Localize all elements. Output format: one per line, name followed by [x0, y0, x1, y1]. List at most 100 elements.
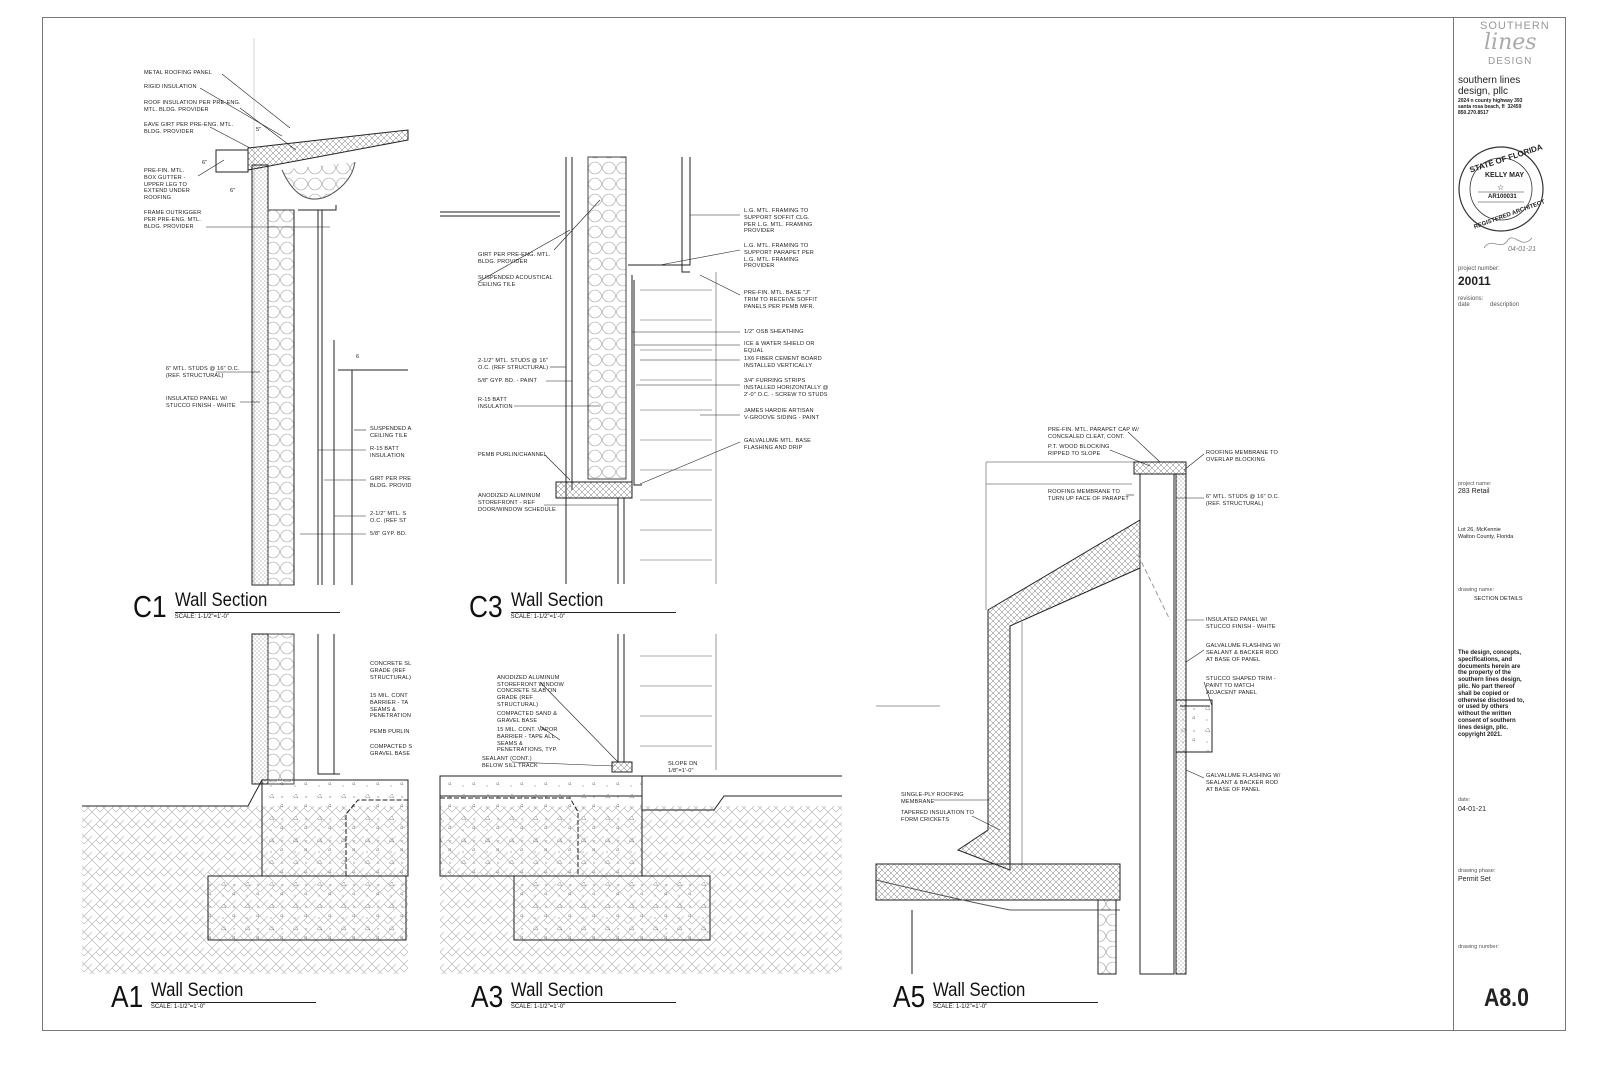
a5-section-drawing — [875, 461, 1213, 975]
note-c1-4: PRE-FIN. MTL. BOX GUTTER - UPPER LEG TO … — [144, 168, 190, 202]
note-c1-2: ROOF INSULATION PER PRE-ENG. MTL. BLDG. … — [144, 100, 241, 113]
sheet-border — [42, 17, 1566, 1031]
note-c3-left-2: 2-1/2" MTL. STUDS @ 16" O.C. (REF STRUCT… — [478, 358, 549, 371]
note-c1-6: 6" MTL. STUDS @ 16" O.C. (REF. STRUCTURA… — [166, 366, 240, 379]
note-a1-0: CONCRETE SL GRADE (REF STRUCTURAL) — [370, 661, 412, 681]
detail-tag: C1 — [133, 589, 167, 624]
note-c3-left-3: 5/8" GYP. BD. - PAINT — [478, 378, 538, 384]
note-c3-right-7: JAMES HARDIE ARTISAN V-GROOVE SIDING - P… — [744, 408, 820, 421]
note-c3-left-4: R-15 BATT INSULATION — [478, 397, 513, 410]
drawing-number: A8.0 — [1484, 984, 1529, 1012]
note-a5-3: ROOFING MEMBRANE TO TURN UP FACE OF PARA… — [1048, 489, 1129, 502]
drawing-phase-label: drawing phase: — [1458, 868, 1496, 874]
logo-bottom: DESIGN — [1488, 56, 1533, 67]
detail-name: Wall Section — [932, 980, 1026, 1001]
dimension-c1-d: 6 — [356, 354, 360, 360]
drawing-phase: Permit Set — [1458, 876, 1491, 883]
note-a5-0: PRE-FIN. MTL. PARAPET CAP W/ CONCEALED C… — [1048, 427, 1139, 440]
project-name-label: project name: — [1458, 481, 1492, 487]
note-c1-5: FRAME OUTRIGGER PER PRE-ENG. MTL. BLDG. … — [144, 210, 202, 230]
note-a5-7: STUCCO SHAPED TRIM - PAINT TO MATCH ADJA… — [1206, 676, 1276, 696]
detail-name: Wall Section — [510, 980, 604, 1001]
firm-name: southern lines design, pllc — [1458, 75, 1521, 97]
note-a5-8: GALVALUME FLASHING W/ SEALANT & BACKER R… — [1206, 773, 1281, 793]
note-c3-left-1: SUSPENDED ACOUSTICAL CEILING TILE — [478, 275, 553, 288]
note-c1-12: 5/8" GYP. BD. — [370, 531, 407, 537]
project-number: 20011 — [1458, 274, 1491, 288]
project-number-label: project number: — [1458, 266, 1500, 272]
note-c3-left-0: GIRT PER PRE-ENG. MTL. BLDG. PROVIDER — [478, 252, 551, 265]
note-a5-1: P.T. WOOD BLOCKING RIPPED TO SLOPE — [1048, 444, 1110, 457]
note-c1-7: INSULATED PANEL W/ STUCCO FINISH - WHITE — [166, 396, 236, 409]
c1-section-drawing — [215, 38, 409, 586]
note-c3-right-1: L.G. MTL. FRAMING TO SUPPORT PARAPET PER… — [744, 243, 814, 270]
dimension-c1-b: 6" — [202, 160, 208, 166]
detail-scale: SCALE: 1-1/2"=1'-0" — [510, 1004, 566, 1010]
a1-section-drawing — [82, 633, 409, 974]
logo-script: lines — [1484, 30, 1537, 55]
note-c1-9: R-15 BATT INSULATION — [370, 446, 405, 459]
detail-name: Wall Section — [510, 590, 603, 611]
note-a3-3: 15 MIL. CONT. VAPOR BARRIER - TAPE ALL S… — [497, 727, 558, 754]
note-c3-right-3: 1/2" OSB SHEATHING — [744, 329, 804, 335]
signature-date: 04-01-21 — [1508, 246, 1537, 253]
detail-tag: A3 — [471, 979, 504, 1014]
drawing-date: 04-01-21 — [1458, 806, 1487, 813]
note-a3-4: SEALANT (CONT.) BELOW SILL TRACK — [482, 756, 538, 769]
copyright-disclaimer: The design, concepts, specifications, an… — [1458, 650, 1525, 738]
note-c3-right-4: ICE & WATER SHIELD OR EQUAL — [744, 341, 815, 354]
firm-address: 2024 n county highway 393 santa rosa bea… — [1458, 98, 1523, 116]
note-c3-right-8: GALVALUME MTL. BASE FLASHING AND DRIP — [744, 438, 811, 451]
drawing-name: SECTION DETAILS — [1474, 596, 1523, 602]
note-a3-5: SLOPE DN 1/8"=1'-0" — [668, 761, 698, 774]
seal-star-icon: ☆ — [1497, 183, 1505, 192]
detail-tag: A1 — [111, 979, 144, 1014]
dimension-c1-c: 6" — [230, 188, 236, 194]
note-c3-right-5: 1X6 FIBER CEMENT BOARD INSTALLED VERTICA… — [744, 356, 822, 369]
note-c1-0: METAL ROOFING PANEL — [144, 70, 213, 76]
detail-name: Wall Section — [150, 980, 244, 1001]
detail-name: Wall Section — [174, 590, 267, 611]
note-c1-3: EAVE GIRT PER PRE-ENG. MTL. BLDG. PROVID… — [144, 122, 234, 135]
note-a3-1: CONCRETE SLAB ON GRADE (REF STRUCTURAL) — [497, 688, 557, 708]
note-c3-right-6: 3/4" FURRING STRIPS INSTALLED HORIZONTAL… — [744, 378, 829, 398]
note-a1-1: 15 MIL. CONT BARRIER - TA SEAMS & PENETR… — [370, 693, 412, 720]
dimension-c1-a: 5" — [256, 127, 262, 133]
note-c3-left-6: ANODIZED ALUMINUM STOREFRONT - REF DOOR/… — [478, 493, 556, 513]
logo-top: SOUTHERN — [1480, 20, 1550, 32]
note-a5-5: INSULATED PANEL W/ STUCCO FINISH - WHITE — [1206, 617, 1276, 630]
detail-scale: SCALE: 1-1/2"=1'-0" — [174, 614, 229, 620]
title-block-divider — [1453, 17, 1454, 1031]
c3-section-drawing — [440, 156, 717, 584]
seal-number: AR100031 — [1488, 194, 1517, 200]
date-label: date: — [1458, 797, 1471, 803]
note-a5-4: 6" MTL. STUDS @ 16" O.C. (REF. STRUCTURA… — [1206, 494, 1280, 507]
detail-tag: C3 — [469, 589, 503, 624]
revisions-description-column: description — [1490, 302, 1520, 308]
note-a5-6: GALVALUME FLASHING W/ SEALANT & BACKER R… — [1206, 643, 1281, 663]
note-c3-right-2: PRE-FIN. MTL. BASE "J" TRIM TO RECEIVE S… — [744, 290, 818, 310]
note-c3-right-0: L.G. MTL. FRAMING TO SUPPORT SOFFIT CLG.… — [744, 208, 813, 235]
note-a3-0: ANODIZED ALUMINUM STOREFRONT WINDOW — [497, 675, 564, 688]
note-c1-8: SUSPENDED A CEILING TILE — [370, 426, 412, 439]
project-location: Lot 26, McKennie Walton County, Florida — [1458, 527, 1514, 540]
note-a3-2: COMPACTED SAND & GRAVEL BASE — [497, 711, 558, 724]
note-a1-3: COMPACTED S GRAVEL BASE — [370, 744, 413, 757]
revisions-date-column: date — [1458, 302, 1470, 308]
detail-scale: SCALE: 1-1/2"=1'-0" — [510, 614, 565, 620]
detail-tag: A5 — [893, 979, 926, 1014]
note-a1-2: PEMB PURLIN — [370, 729, 410, 735]
a3-section-drawing — [439, 634, 842, 974]
note-c3-left-5: PEMB PURLIN/CHANNEL — [478, 452, 548, 458]
note-a5-2: ROOFING MEMBRANE TO OVERLAP BLOCKING — [1206, 450, 1278, 463]
note-c1-11: 2-1/2" MTL. S O.C. (REF ST — [370, 511, 407, 524]
note-c1-10: GIRT PER PRE BLDG. PROVID — [370, 476, 412, 489]
detail-scale: SCALE: 1-1/2"=1'-0" — [932, 1004, 988, 1010]
project-name: 283 Retail — [1458, 488, 1490, 495]
